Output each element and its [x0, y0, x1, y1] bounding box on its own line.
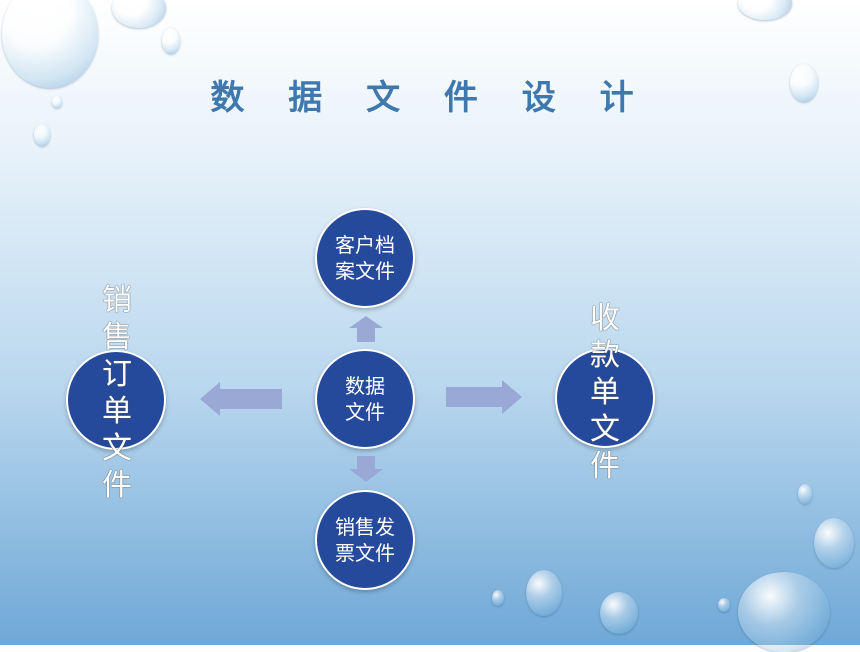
water-drop-icon	[492, 590, 504, 606]
water-drop-icon	[798, 484, 812, 504]
arrow-left-icon	[200, 382, 282, 416]
water-drop-icon	[718, 598, 730, 612]
arrow-up-icon	[349, 316, 383, 342]
water-drop-icon	[162, 28, 180, 54]
water-drop-icon	[52, 96, 62, 108]
node-receipt-file	[555, 348, 655, 448]
arrow-down-icon	[349, 456, 383, 482]
node-sales-order-file	[66, 350, 166, 450]
water-drop-icon	[526, 570, 562, 616]
water-drop-icon	[738, 572, 830, 652]
slide-title: 数 据 文 件 设 计	[210, 78, 650, 118]
water-drop-icon	[790, 64, 818, 102]
water-drop-icon	[2, 0, 98, 88]
node-sales-invoice-file-label: 销售发票文件	[335, 515, 395, 565]
node-receipt-file-label: 收款单文件	[590, 301, 620, 484]
node-sales-order-file-label: 销售订单文件	[102, 283, 132, 503]
water-drop-icon	[814, 518, 854, 568]
node-customer-file: 客户档案文件	[315, 208, 415, 308]
arrow-right-icon	[446, 380, 522, 414]
node-sales-invoice-file: 销售发票文件	[315, 490, 415, 590]
water-drop-icon	[112, 0, 166, 28]
node-data-file: 数据文件	[315, 349, 415, 449]
water-drop-icon	[34, 124, 50, 146]
water-drop-icon	[600, 592, 638, 634]
node-customer-file-label: 客户档案文件	[335, 233, 395, 283]
water-drop-icon	[738, 0, 792, 20]
node-data-file-label: 数据文件	[345, 374, 385, 424]
